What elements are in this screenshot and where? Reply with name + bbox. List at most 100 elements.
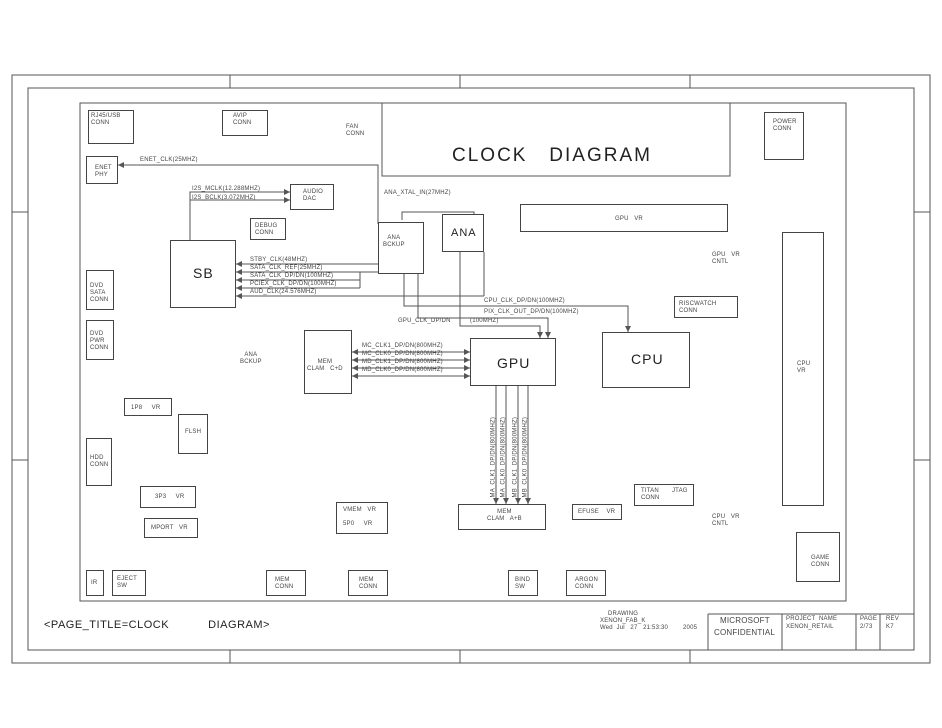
cpu-vr-cntl: CPU VR CNTL (706, 510, 746, 532)
dvd-pwr-conn: DVD PWR CONN (86, 320, 114, 360)
hdd-conn: HDD CONN (86, 438, 112, 486)
signal-sata-clk-dp: SATA_CLK_DP/DN(100MHZ) (250, 273, 334, 279)
ir: IR (86, 570, 104, 596)
signal-enet-clk: ENET_CLK(25MHZ) (140, 157, 198, 163)
diagram-title: CLOCK DIAGRAM (452, 145, 652, 166)
fan-conn: FAN CONN (344, 122, 372, 140)
signal-gpu-clk: GPU_CLK_DP/DN (398, 318, 451, 324)
audio-dac: AUDIO DAC (290, 184, 334, 210)
signal-ma-clk1: MA_CLK1_DP/DN(800MHZ) (490, 416, 497, 498)
signal-ana-xtal: ANA_XTAL_IN(27MHZ) (384, 190, 451, 196)
vmem-5p0-vr-label: VMEM VR 5P0 VR (343, 507, 377, 527)
flsh-label: FLSH (185, 429, 202, 435)
mem-conn-1-label: MEM CONN (275, 577, 294, 590)
fan-conn-label: FAN CONN (346, 124, 365, 137)
ana-bckup-left-label: ANA BCKUP (240, 352, 262, 365)
efuse-vr-label: EFUSE VR (578, 509, 616, 515)
drawing-label: DRAWING (608, 611, 639, 617)
signal-i2s-mclk: I2S_MCLK(12.288MHZ) (192, 186, 261, 192)
riscwatch-conn-label: RISCWATCH CONN (679, 301, 717, 314)
avip-conn: AVIP CONN (222, 110, 268, 136)
riscwatch-conn: RISCWATCH CONN (674, 296, 738, 318)
drawing-name: XENON_FAB_K (600, 618, 646, 624)
project-name-label: PROJECT NAME (786, 616, 838, 622)
company-name: MICROSOFT (720, 616, 770, 625)
signal-pix-clk: PIX_CLK_OUT_DP/DN(100MHZ) (484, 309, 579, 315)
mem-conn-2: MEM CONN (348, 570, 388, 596)
signal-md-clk0: MD_CLK0_DP/DN(800MHZ) (362, 367, 443, 373)
signal-cpu-clk: CPU_CLK_DP/DN(100MHZ) (484, 298, 565, 304)
signal-mc-clk1: MC_CLK1_DP/DN(800MHZ) (362, 343, 443, 349)
ir-label: IR (91, 580, 98, 586)
signal-sata-clk-ref: SATA_CLK_REF(25MHZ) (250, 265, 323, 271)
drawing-date: Wed Jul 27 21:53:30 2005 (600, 625, 698, 631)
eject-sw: EJECT SW (112, 570, 146, 596)
power-conn: POWER CONN (764, 112, 804, 160)
gpu-vr: GPU VR (520, 204, 728, 232)
project-name: XENON_RETAIL (786, 624, 834, 630)
cpu-vr: CPU VR (782, 232, 824, 506)
cpu-vr-label: CPU VR (797, 361, 811, 374)
gpu: GPU (470, 338, 556, 386)
vr-3p3: 3P3 VR (140, 486, 196, 508)
gpu-vr-cntl-label: GPU VR CNTL (712, 252, 740, 265)
signal-ma-clk0: MA_CLK0_DP/DN(800MHZ) (500, 416, 507, 498)
rj45-usb-conn-label: RJ45/USB CONN (91, 113, 121, 126)
ana-bckup-left: ANA BCKUP (236, 342, 272, 378)
rev-label: REV (886, 616, 899, 622)
argon-conn-label: ARGON CONN (575, 577, 599, 590)
cpu-vr-cntl-label: CPU VR CNTL (712, 514, 740, 527)
signal-mc-clk0: MC_CLK0_DP/DN(800MHZ) (362, 351, 443, 357)
enet-phy-label: ENET PHY (95, 165, 112, 178)
debug-conn: DEBUG CONN (250, 218, 286, 240)
game-conn: GAME CONN (796, 532, 840, 582)
signal-gpu-clk-freq: (100MHZ) (470, 318, 499, 324)
mem-clam-cd-label: MEM CLAM C+D (307, 359, 343, 372)
bind-sw: BIND SW (508, 570, 538, 596)
dvd-sata-conn: DVD SATA CONN (86, 270, 114, 310)
hdd-conn-label: HDD CONN (90, 455, 109, 468)
audio-dac-label: AUDIO DAC (303, 189, 324, 202)
signal-i2s-bclk: I2S_BCLK(3.072MHZ) (192, 195, 256, 201)
mport-vr: MPORT VR (144, 518, 198, 538)
ana: ANA (442, 214, 484, 252)
eject-sw-label: EJECT SW (117, 576, 138, 589)
ana-label: ANA (451, 227, 477, 239)
mem-clam-ab: MEM CLAM A+B (458, 504, 546, 530)
signal-pciex-clk: PCIEX_CLK_DP/DN(100MHZ) (250, 281, 337, 287)
gpu-vr-cntl: GPU VR CNTL (706, 248, 746, 270)
gpu-vr-label: GPU VR (615, 216, 643, 222)
mem-clam-ab-label: MEM CLAM A+B (487, 509, 522, 522)
vr-1p8: 1P8 VR (124, 398, 172, 416)
signal-md-clk1: MD_CLK1_DP/DN(800MHZ) (362, 359, 443, 365)
mem-conn-1: MEM CONN (266, 570, 306, 596)
sb: SB (170, 240, 236, 308)
ana-bckup-top-label: ANA BCKUP (383, 235, 405, 248)
vr-3p3-label: 3P3 VR (155, 494, 185, 500)
cpu: CPU (602, 332, 690, 388)
game-conn-label: GAME CONN (811, 555, 830, 568)
argon-conn: ARGON CONN (566, 570, 606, 596)
debug-conn-label: DEBUG CONN (255, 223, 278, 236)
efuse-vr: EFUSE VR (572, 504, 622, 520)
ana-bckup-top: ANA BCKUP (378, 222, 424, 274)
page-title-tag: <PAGE_TITLE=CLOCK DIAGRAM> (44, 619, 270, 631)
mem-conn-2-label: MEM CONN (359, 577, 378, 590)
power-conn-label: POWER CONN (773, 119, 797, 132)
titan-jtag-conn: TITAN JTAG CONN (634, 484, 694, 506)
vmem-5p0-vr: VMEM VR 5P0 VR (336, 502, 388, 534)
bind-sw-label: BIND SW (515, 577, 531, 590)
vr-1p8-label: 1P8 VR (131, 405, 161, 411)
mem-clam-cd: MEM CLAM C+D (304, 330, 352, 394)
signal-mb-clk1: MB_CLK1_DP/DN(800MHZ) (512, 416, 519, 498)
mport-vr-label: MPORT VR (151, 525, 188, 531)
cpu-label: CPU (631, 351, 664, 367)
signal-stby-clk: STBY_CLK(48MHZ) (250, 257, 308, 263)
avip-conn-label: AVIP CONN (233, 113, 252, 126)
signal-aud-clk: AUD_CLK(24.576MHZ) (250, 289, 317, 295)
dvd-sata-conn-label: DVD SATA CONN (90, 283, 109, 303)
rev-value: K7 (886, 624, 894, 630)
signal-mb-clk0: MB_CLK0_DP/DN(800MHZ) (522, 416, 529, 498)
enet-phy: ENET PHY (86, 156, 118, 184)
